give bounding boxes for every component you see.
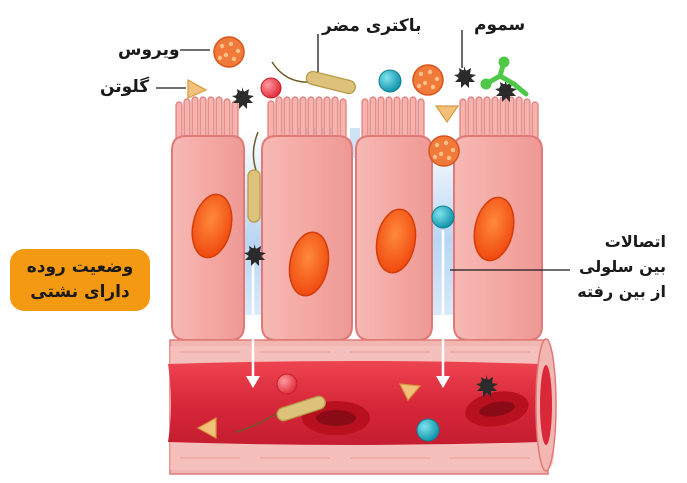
nucleus-1 <box>191 193 233 259</box>
nucleus-2 <box>288 231 330 297</box>
bacteria-icon <box>247 131 261 223</box>
gluten-icon <box>196 416 217 440</box>
nucleus-4 <box>473 196 515 262</box>
bacteria-icon <box>235 395 326 433</box>
vessel-lumen <box>168 361 545 445</box>
nuclei <box>191 193 515 297</box>
flow-arrows <box>246 230 450 388</box>
teal-particle-icon <box>378 69 402 93</box>
virus-icon <box>428 135 460 167</box>
status-badge-line1: وضعیت روده <box>26 257 134 278</box>
toxin-icon <box>244 244 266 266</box>
red-particle-icon <box>260 77 282 99</box>
gluten-icon <box>187 78 208 99</box>
label-junctions: اتصالات بین سلولی از بین رفته <box>556 230 666 304</box>
toxin-icon <box>495 80 517 102</box>
label-bacteria: باکتری مضر <box>322 16 422 36</box>
teal-particle-icon <box>416 418 440 442</box>
teal-particle-icon <box>431 205 455 229</box>
gluten-icon <box>434 105 460 124</box>
red-blood-cell-icon <box>465 391 529 427</box>
antibody-molecule-icon <box>480 56 529 97</box>
red-particle-icon <box>276 373 298 395</box>
label-gluten: گلوتن <box>100 77 150 97</box>
leader-lines <box>156 30 570 271</box>
status-badge-line2: دارای نشتی <box>30 282 130 302</box>
toxin-icon <box>232 87 254 109</box>
bacteria-icon <box>271 61 356 95</box>
status-badge: وضعیت روده دارای نشتی <box>10 249 150 311</box>
label-toxins: سموم <box>474 15 526 35</box>
microvilli <box>175 96 539 141</box>
label-junctions-line3: از بین رفته <box>577 281 666 301</box>
nucleus-3 <box>375 208 417 274</box>
gluten-icon <box>398 383 422 402</box>
toxin-icon <box>476 375 498 397</box>
label-virus: ویروس <box>118 40 180 60</box>
toxin-icon <box>454 66 476 88</box>
label-junctions-line2: بین سلولی <box>579 256 666 276</box>
label-junctions-line1: اتصالات <box>604 232 666 251</box>
virus-icon <box>412 64 444 96</box>
virus-icon <box>213 36 245 68</box>
